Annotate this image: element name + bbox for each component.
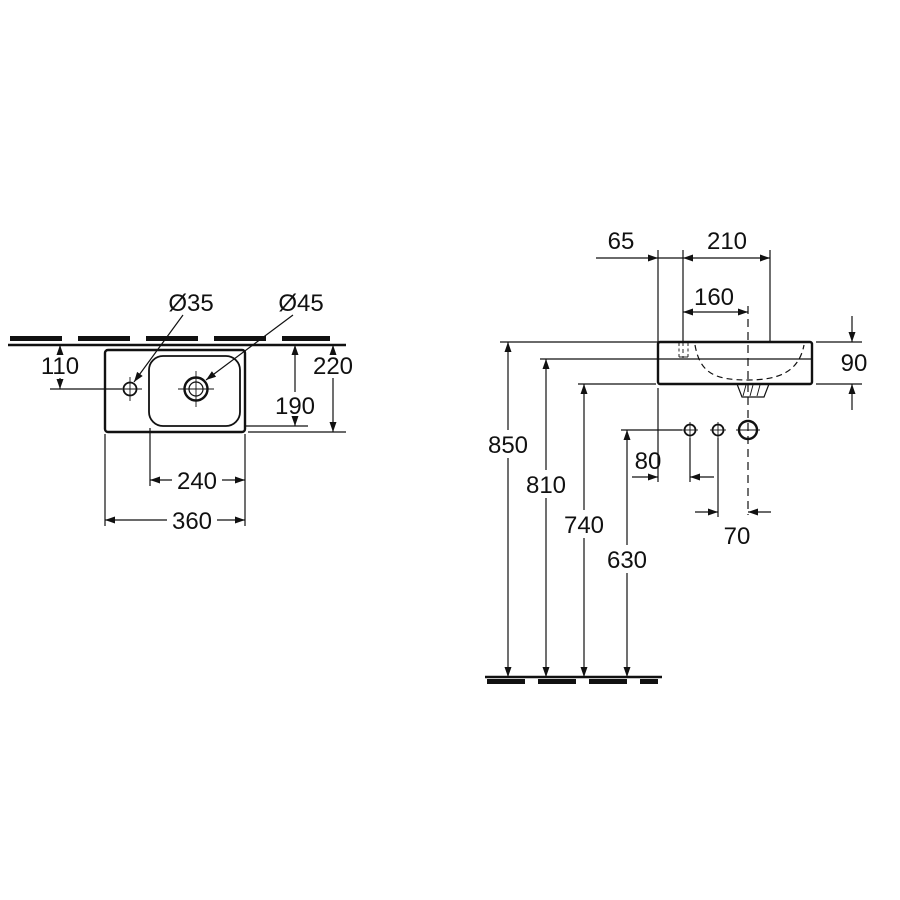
arrowhead [848, 384, 856, 394]
arrowhead [105, 516, 115, 524]
dim-label-90: 90 [841, 350, 868, 377]
dim-label-240: 240 [177, 468, 217, 495]
dim-label-drain-diameter: Ø45 [278, 290, 323, 317]
dim-label-80: 80 [635, 448, 662, 475]
elevation-view: 65 210 160 90 850 810 740 [485, 228, 868, 684]
arrowhead [760, 254, 770, 262]
tap-leader-arrowhead [134, 371, 143, 382]
arrowhead [56, 379, 64, 389]
arrowhead [648, 473, 658, 481]
arrowhead [291, 345, 299, 355]
drain-boss-hatch [742, 384, 747, 397]
dim-label-210: 210 [707, 228, 747, 255]
dim-label-630: 630 [607, 547, 647, 574]
arrowhead [623, 667, 631, 677]
arrowhead [648, 254, 658, 262]
tap-leader-line [133, 314, 184, 383]
drain-boss-hatch [749, 384, 754, 397]
dim-label-360: 360 [172, 508, 212, 535]
bowl-outline-plan [148, 355, 241, 427]
arrowhead [580, 667, 588, 677]
dim-label-65: 65 [608, 228, 635, 255]
dim-label-110: 110 [41, 353, 79, 380]
arrowhead [580, 384, 588, 394]
arrowhead [150, 476, 160, 484]
dim-label-740: 740 [564, 512, 604, 539]
arrowhead [329, 422, 337, 432]
arrowhead [708, 508, 718, 516]
arrowhead [235, 516, 245, 524]
drain-outlet-boss [736, 383, 770, 398]
plan-view: Ø35 Ø45 110 220 190 240 [8, 290, 353, 535]
arrowhead [504, 342, 512, 352]
arrowhead [56, 345, 64, 355]
arrowhead [504, 667, 512, 677]
drain-leader-arrowhead [206, 371, 217, 380]
arrowhead [683, 254, 693, 262]
arrowhead [738, 308, 748, 316]
arrowhead [291, 416, 299, 426]
bowl-profile-dashed [694, 344, 805, 381]
arrowhead [329, 345, 337, 355]
basin-outline-elevation [656, 340, 814, 386]
dim-label-tap-diameter: Ø35 [168, 290, 213, 317]
arrowhead [623, 430, 631, 440]
arrowhead [542, 667, 550, 677]
arrowhead [748, 508, 758, 516]
dim-label-850: 850 [488, 432, 528, 459]
dim-label-810: 810 [526, 472, 566, 499]
drain-boss-hatch [756, 384, 761, 397]
dim-label-70: 70 [724, 523, 751, 550]
drain-leader-line [205, 314, 294, 381]
arrowhead [235, 476, 245, 484]
dim-label-160: 160 [694, 284, 734, 311]
arrowhead [848, 332, 856, 342]
dim-label-220: 220 [313, 353, 353, 380]
arrowhead [542, 359, 550, 369]
arrowhead [690, 473, 700, 481]
basin-outline-plan [103, 348, 247, 434]
arrowhead [683, 308, 693, 316]
dim-label-190: 190 [275, 393, 315, 420]
